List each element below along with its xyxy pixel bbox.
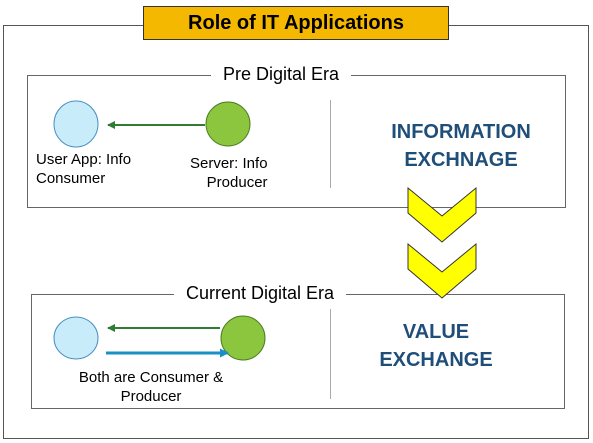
pre-era-divider: [330, 100, 331, 188]
current-digital-era-panel: Current Digital Era: [31, 283, 565, 409]
diagram-title: Role of IT Applications: [143, 6, 449, 40]
both-consumer-producer-label: Both are Consumer & Producer: [78, 369, 224, 405]
pre-digital-era-panel: Pre Digital Era: [27, 64, 566, 208]
current-era-divider: [330, 309, 331, 399]
information-exchange-label: INFORMATION EXCHNAGE: [391, 121, 531, 171]
consumer-label: User App: Info Consumer: [36, 151, 132, 187]
producer-label: Server: Info Producer: [190, 155, 268, 191]
producer-node: [205, 101, 251, 147]
consumer-node: [53, 100, 99, 148]
participant-left-node: [53, 316, 99, 360]
current-digital-era-heading: Current Digital Era: [174, 283, 347, 304]
chevron-down-icon: [407, 242, 477, 299]
participant-right-node: [220, 315, 266, 361]
chevron-down-icon: [407, 186, 477, 243]
pre-digital-era-heading: Pre Digital Era: [211, 64, 352, 85]
value-exchange-label: VALUE EXCHANGE: [379, 321, 493, 371]
